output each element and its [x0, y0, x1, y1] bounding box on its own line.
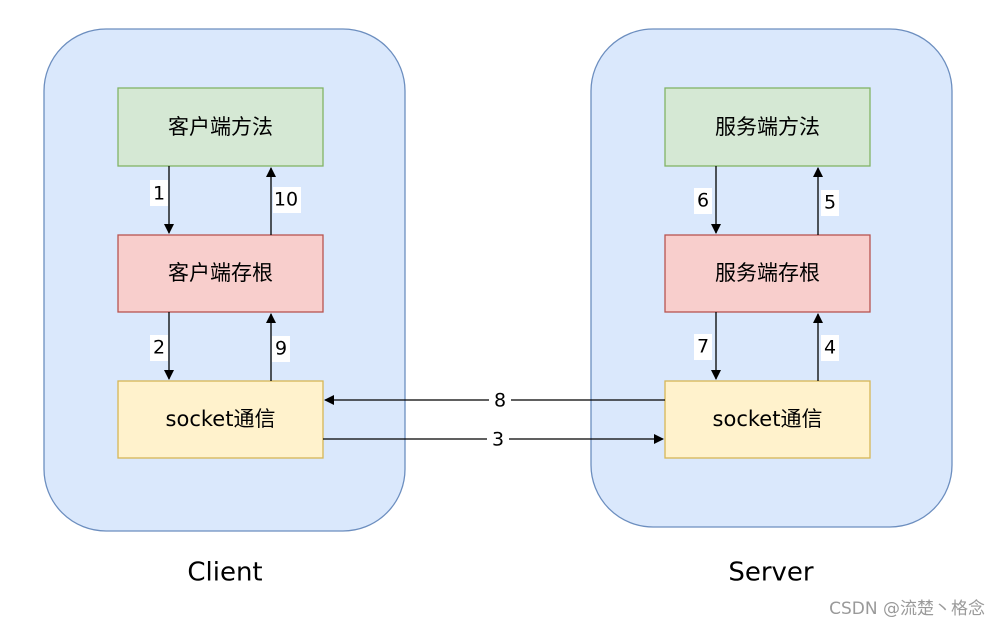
- edge-8-label: 8: [494, 390, 506, 412]
- client-stub-label: 客户端存根: [168, 261, 273, 285]
- watermark: CSDN @流楚丶格念: [829, 598, 985, 619]
- client-method-box: 客户端方法: [117, 87, 324, 167]
- edge-2-label: 2: [153, 337, 165, 359]
- edge-9-label: 9: [275, 338, 287, 360]
- server-stub-box: 服务端存根: [664, 234, 871, 313]
- client-socket-box: socket通信: [117, 380, 324, 459]
- server-method-label: 服务端方法: [715, 115, 820, 139]
- edge-1-label: 1: [153, 183, 165, 205]
- edge-7-label: 7: [697, 336, 709, 358]
- client-caption: Client: [187, 558, 262, 588]
- client-socket-label: socket通信: [166, 407, 276, 431]
- server-caption: Server: [728, 558, 814, 588]
- edge-4-label: 4: [824, 337, 836, 359]
- server-stub-label: 服务端存根: [715, 261, 820, 285]
- client-method-label: 客户端方法: [168, 115, 273, 139]
- edge-3-label: 3: [492, 429, 504, 451]
- edge-5-label: 5: [824, 192, 836, 214]
- server-socket-box: socket通信: [664, 380, 871, 459]
- edge-10-label: 10: [274, 189, 298, 211]
- edge-6-label: 6: [697, 190, 709, 212]
- server-method-box: 服务端方法: [664, 87, 871, 167]
- client-stub-box: 客户端存根: [117, 234, 324, 313]
- server-socket-label: socket通信: [713, 407, 823, 431]
